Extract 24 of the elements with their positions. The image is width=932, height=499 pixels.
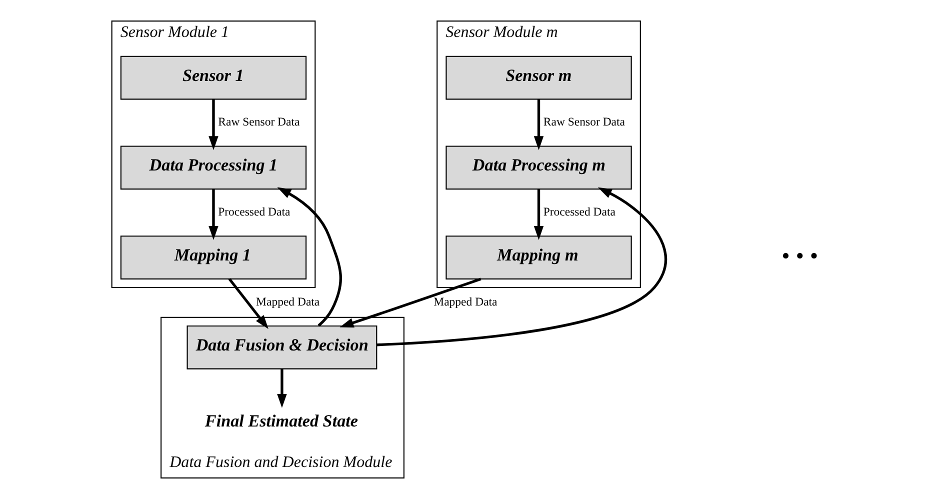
node-box: Mapping m [446, 236, 632, 280]
node-box: Sensor m [446, 56, 632, 100]
arrow [277, 369, 287, 408]
arrow [534, 99, 544, 150]
node-box: Data Fusion & Decision [186, 325, 378, 370]
edge-label: Processed Data [543, 206, 616, 219]
arrow [277, 187, 342, 327]
arrow [228, 278, 268, 329]
arrow [208, 99, 218, 150]
arrow [534, 189, 544, 240]
arrow [340, 278, 482, 328]
edge-label: Mapped Data [256, 295, 320, 308]
node-box: Data Processing m [446, 146, 632, 190]
edge-label: Mapped Data [434, 295, 498, 308]
edge-label: Raw Sensor Data [218, 116, 300, 129]
edge-label: Raw Sensor Data [543, 116, 626, 129]
edge-label: Processed Data [218, 206, 290, 219]
label: • • • [782, 244, 818, 270]
node-box: Data Processing 1 [120, 146, 307, 190]
arrow [376, 187, 668, 346]
node-text: Final Estimated State [204, 411, 358, 430]
arrow [208, 189, 218, 240]
node-box: Mapping 1 [120, 236, 307, 280]
node-box: Sensor 1 [120, 56, 307, 100]
